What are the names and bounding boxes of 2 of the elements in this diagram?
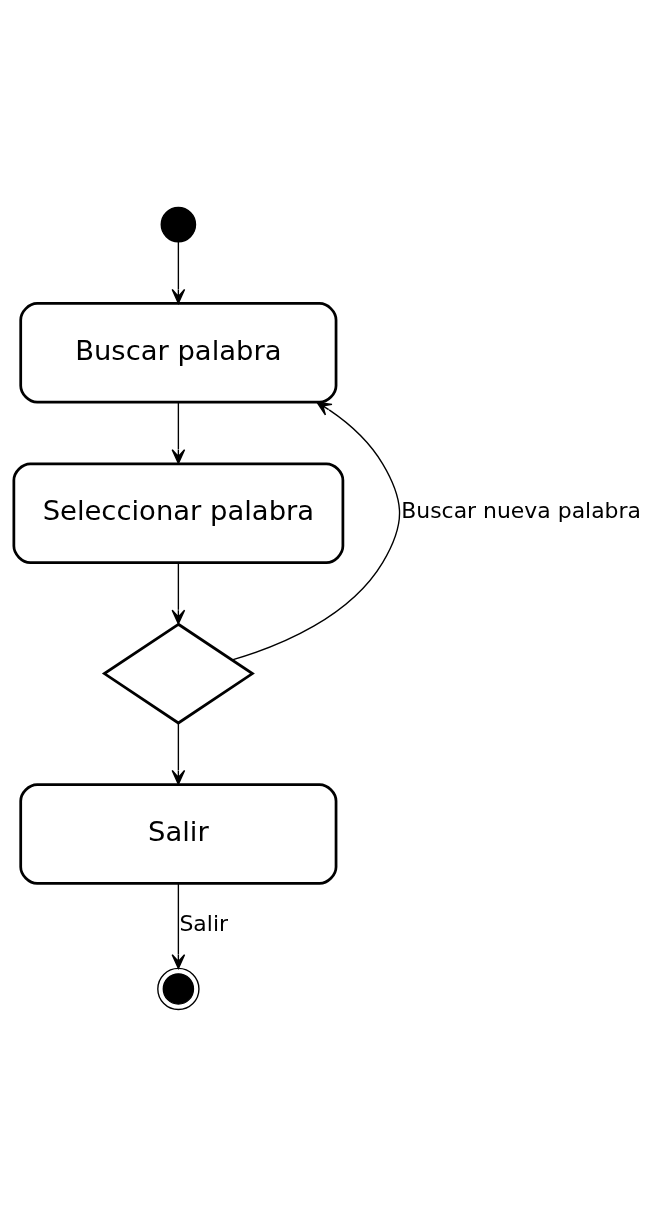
edge-label: Salir: [179, 911, 229, 937]
edge-label: Buscar nueva palabra: [401, 498, 641, 524]
